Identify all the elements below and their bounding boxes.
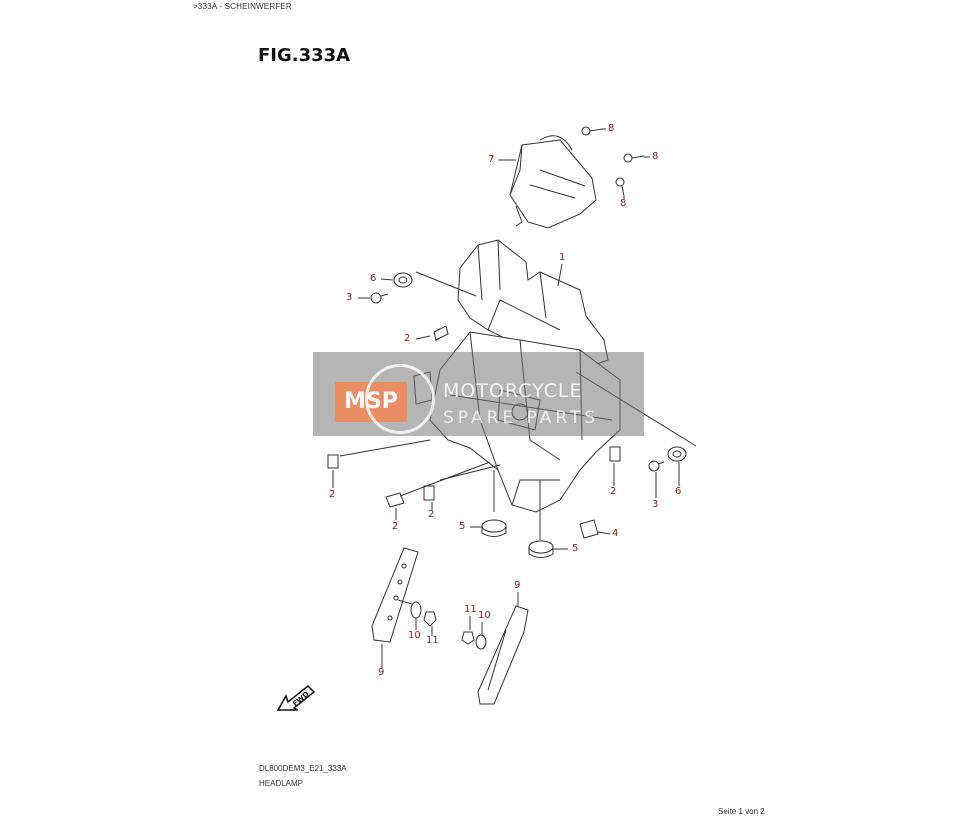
clip-icon-2c xyxy=(385,492,405,508)
bolt-icon-8b xyxy=(623,153,645,163)
callout-4: 4 xyxy=(612,528,619,539)
page-info: Seite 1 von 2 xyxy=(718,807,765,816)
watermark-ring-icon xyxy=(365,364,435,434)
damper-icon-5a xyxy=(481,519,507,537)
watermark-text-line2: SPARE PARTS xyxy=(443,408,600,428)
callout-9: 9 xyxy=(514,580,521,591)
clip-icon-2b xyxy=(327,454,339,469)
nut-icon-11a xyxy=(423,611,437,627)
diagram-caption: HEADLAMP xyxy=(259,779,304,788)
callout-11: 11 xyxy=(426,635,439,646)
watermark-overlay: MSP MOTORCYCLE SPARE PARTS xyxy=(313,352,644,436)
washer-icon-10a xyxy=(410,601,422,619)
callout-10: 10 xyxy=(408,630,421,641)
bolt-icon-3a xyxy=(370,292,389,304)
grommet-icon-6a xyxy=(393,272,413,288)
callout-2: 2 xyxy=(428,509,435,520)
small-bracket-icon-4b xyxy=(579,519,599,539)
callout-5: 5 xyxy=(459,521,466,532)
callout-2: 2 xyxy=(610,486,617,497)
watermark-text-line1: MOTORCYCLE xyxy=(443,380,583,402)
bracket-frame-part-1 xyxy=(457,239,609,373)
reflector-left-part-9 xyxy=(371,547,419,643)
callout-2: 2 xyxy=(329,489,336,500)
clip-icon-2a xyxy=(433,325,449,341)
washer-icon-10b xyxy=(475,634,487,650)
callout-3: 3 xyxy=(652,499,659,510)
bolt-icon-8a xyxy=(581,126,603,136)
reflector-right-part-9 xyxy=(477,605,529,705)
headlamp-unit-part-7 xyxy=(509,135,597,229)
clip-icon-2d xyxy=(423,485,435,501)
callout-1: 1 xyxy=(559,252,566,263)
nut-icon-11b xyxy=(461,631,475,645)
damper-icon-5b xyxy=(528,540,554,558)
breadcrumb: >333A - SCHEINWERFER xyxy=(193,2,292,11)
callout-9: 9 xyxy=(378,667,385,678)
callout-2: 2 xyxy=(404,333,411,344)
callout-8: 8 xyxy=(608,123,615,134)
bolt-icon-3b xyxy=(648,460,665,472)
callout-11: 11 xyxy=(464,604,477,615)
callout-10: 10 xyxy=(478,610,491,621)
callout-8: 8 xyxy=(620,198,627,209)
diagram-code: DL800DEM3_E21_333A xyxy=(259,764,347,773)
callout-8: 8 xyxy=(652,151,659,162)
callout-2: 2 xyxy=(392,521,399,532)
fwd-arrow-icon: FWD xyxy=(276,684,316,711)
clip-icon-2e xyxy=(609,446,621,462)
figure-title: FIG.333A xyxy=(258,45,351,66)
callout-5: 5 xyxy=(572,543,579,554)
grommet-icon-6b xyxy=(667,446,687,462)
callout-7: 7 xyxy=(488,154,495,165)
callout-6: 6 xyxy=(370,273,377,284)
callout-3: 3 xyxy=(346,292,353,303)
callout-6: 6 xyxy=(675,486,682,497)
bolt-icon-8c xyxy=(615,177,625,197)
